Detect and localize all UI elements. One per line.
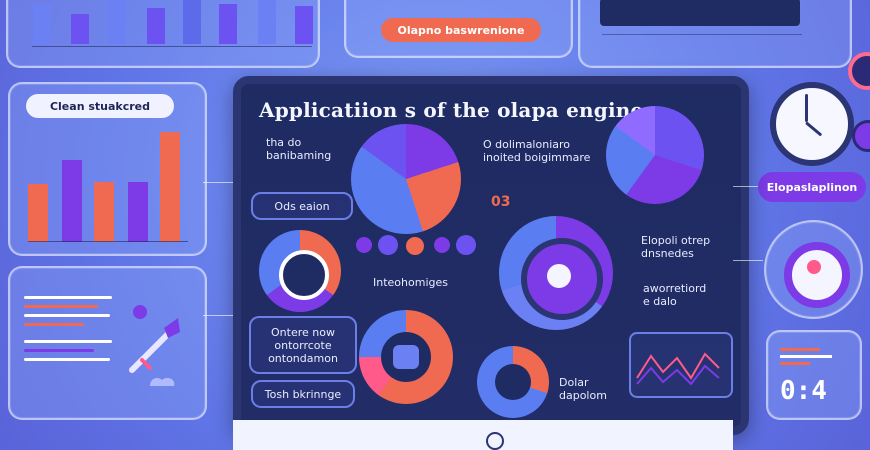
top-center-panel: Olapno baswrenione — [344, 0, 573, 58]
connector-line — [733, 260, 763, 261]
bar — [94, 182, 114, 242]
top-left-baseline — [32, 46, 312, 47]
bar — [33, 4, 51, 44]
mini-line-chart-svg — [636, 352, 720, 386]
left-tag-1[interactable]: Ods eaion — [251, 192, 353, 220]
rocket-icon — [129, 305, 180, 386]
connector-line — [203, 315, 233, 316]
toggle-icon[interactable] — [852, 120, 870, 152]
bar — [219, 4, 237, 44]
middle-gauge-icon — [393, 345, 419, 369]
left-bars — [28, 132, 198, 250]
small-icon[interactable] — [456, 235, 476, 255]
list-line — [24, 314, 110, 317]
main-dashboard: Applicatiion s of the olapa engines tha … — [233, 76, 749, 435]
top-right-chart-window — [600, 0, 800, 26]
small-icon[interactable] — [378, 235, 398, 255]
list-line — [780, 355, 832, 358]
top-left-bars — [33, 0, 313, 44]
bar — [62, 160, 82, 242]
center-donut-core — [547, 264, 571, 288]
right-pie-chart — [606, 106, 704, 204]
gauge-center — [807, 260, 821, 274]
list-line — [780, 362, 810, 365]
right-text-2: Elopoli otrep dnsnedes — [641, 234, 711, 260]
bar — [295, 6, 313, 44]
bottom-text: Dolar dapolom — [559, 376, 607, 402]
axis-line — [28, 241, 188, 242]
left-list-panel — [8, 266, 207, 420]
right-text-3: aworretiord e dalo — [643, 282, 707, 308]
right-text-1: O dolimaloniaro inoited boigimmare — [483, 138, 591, 164]
bar — [28, 184, 48, 242]
small-icon[interactable] — [406, 237, 424, 255]
gauge-icon — [784, 242, 850, 308]
bar — [128, 182, 148, 242]
list-line — [24, 340, 112, 343]
right-number: 03 — [491, 194, 511, 210]
main-title: Applicatiion s of the olapa engines — [259, 98, 655, 122]
bar — [258, 0, 276, 44]
left-tag-2[interactable]: Ontere now ontorrcote ontondamon — [249, 316, 357, 374]
digital-panel: 0:4 — [766, 330, 862, 420]
list-line — [780, 348, 820, 351]
clock-hand — [805, 94, 808, 122]
left-donut-inner — [279, 250, 329, 300]
bar — [108, 0, 126, 44]
gear-inner — [495, 364, 531, 400]
connector-line — [203, 182, 233, 183]
list-line — [24, 305, 98, 308]
left-bar-chart-panel: Clean stuakcred — [8, 82, 207, 256]
right-badge[interactable]: Elopaslaplinon — [758, 172, 866, 202]
bar — [71, 14, 89, 44]
left-text-1: tha do banibaming — [266, 136, 332, 162]
small-icon[interactable] — [356, 237, 372, 253]
digital-lines — [780, 344, 840, 374]
list-line — [24, 358, 110, 361]
analog-clock — [770, 82, 854, 166]
top-right-axis — [602, 34, 802, 35]
bar — [160, 132, 180, 242]
connector-line — [733, 186, 758, 187]
bar — [147, 8, 165, 44]
list-line — [24, 296, 112, 299]
top-right-panel — [578, 0, 852, 68]
list-line — [24, 349, 94, 352]
small-icon[interactable] — [434, 237, 450, 253]
left-tag-3[interactable]: Tosh bkrinnge — [251, 380, 355, 408]
small-icons — [356, 229, 476, 259]
pie-chart — [351, 124, 461, 234]
top-left-bar-chart-panel — [6, 0, 320, 68]
list-line — [24, 323, 84, 326]
bar — [183, 0, 201, 44]
digital-clock: 0:4 — [780, 376, 827, 406]
toggle-icon[interactable] — [848, 52, 870, 90]
monitor-button[interactable] — [486, 432, 504, 450]
monitor-stand — [233, 420, 733, 450]
list-lines — [24, 290, 114, 410]
top-pill[interactable]: Olapno baswrenione — [381, 18, 541, 42]
left-badge[interactable]: Clean stuakcred — [26, 94, 174, 118]
middle-label-1: Inteohomiges — [373, 276, 448, 289]
